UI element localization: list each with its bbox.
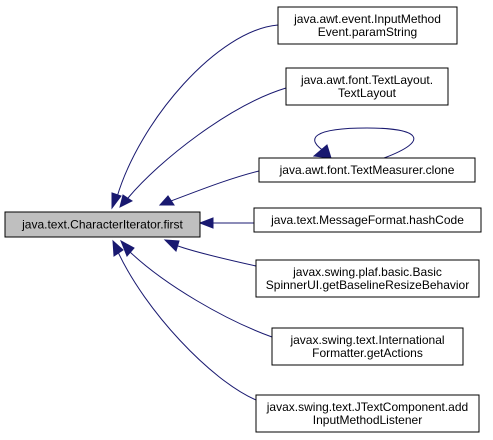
caller-node-inputmethodevent-paramstring[interactable]: java.awt.event.InputMethodEvent.paramStr… — [277, 6, 458, 45]
arrowhead — [198, 217, 214, 229]
edge-textmeasurer-clone-to-textmeasurer-clone — [312, 127, 415, 159]
edge-inputmethodevent-paramstring-to-first — [111, 24, 279, 210]
node-label-line: InputMethodListener — [313, 413, 422, 427]
edge-line — [177, 245, 257, 267]
arrowhead — [112, 239, 124, 257]
arrowhead — [111, 192, 122, 210]
node-label-line: TextLayout — [338, 86, 397, 100]
edges-layer — [111, 24, 415, 401]
edge-line — [129, 251, 273, 338]
node-box[interactable] — [258, 157, 476, 183]
edge-internationalformatter-getactions-to-first — [120, 239, 273, 338]
edge-textmeasurer-clone-to-first — [158, 170, 260, 206]
caller-node-jtextcomponent-addinputmethodlistener[interactable]: javax.swing.text.JTextComponent.addInput… — [255, 394, 480, 433]
arrowhead — [158, 195, 175, 206]
node-box[interactable] — [253, 207, 482, 233]
node-box[interactable] — [271, 327, 464, 366]
node-label-line: javax.swing.text.International — [289, 333, 444, 347]
node-box[interactable] — [285, 67, 449, 106]
caller-node-basicspinnerui-getbaselineresizebehavior[interactable]: javax.swing.plaf.basic.BasicSpinnerUI.ge… — [255, 259, 480, 298]
edge-jtextcomponent-addinputmethodlistener-to-first — [112, 239, 257, 401]
arrowhead — [119, 194, 133, 208]
node-label-line: java.awt.font.TextLayout. — [300, 73, 433, 87]
arrowhead — [120, 239, 135, 257]
caller-node-textlayout-textlayout[interactable]: java.awt.font.TextLayout.TextLayout — [285, 67, 449, 106]
edge-messageformat-hashcode-to-first — [198, 217, 254, 229]
node-box — [4, 211, 201, 238]
caller-node-messageformat-hashcode[interactable]: java.text.MessageFormat.hashCode — [253, 207, 482, 233]
edge-line — [116, 24, 279, 198]
edge-line — [117, 251, 257, 401]
caller-node-internationalformatter-getactions[interactable]: javax.swing.text.InternationalFormatter.… — [271, 327, 464, 366]
node-label-line: SpinnerUI.getBaselineResizeBehavior — [266, 278, 469, 292]
node-box[interactable] — [255, 259, 480, 298]
node-label-line: java.text.MessageFormat.hashCode — [270, 213, 464, 227]
edge-basicspinnerui-getbaselineresizebehavior-to-first — [163, 239, 257, 267]
edge-line — [170, 170, 260, 202]
nodes-layer: java.text.CharacterIterator.first java.aw… — [4, 6, 482, 433]
node-label-line: javax.swing.plaf.basic.Basic — [292, 265, 442, 279]
node-label-line: Formatter.getActions — [312, 346, 423, 360]
edge-line — [127, 87, 287, 199]
arrowhead — [312, 144, 332, 159]
edge-line — [314, 127, 415, 159]
node-label-line: java.text.CharacterIterator.first — [21, 218, 183, 232]
node-label-line: javax.swing.text.JTextComponent.add — [266, 400, 468, 414]
node-label-line: Event.paramString — [318, 25, 417, 39]
node-label-line: java.awt.font.TextMeasurer.clone — [279, 163, 455, 177]
arrowhead — [163, 239, 180, 252]
node-label-line: java.awt.event.InputMethod — [293, 12, 441, 26]
edge-textlayout-textlayout-to-first — [119, 87, 287, 208]
caller-node-textmeasurer-clone[interactable]: java.awt.font.TextMeasurer.clone — [258, 157, 476, 183]
node-box[interactable] — [277, 6, 458, 45]
root-node: java.text.CharacterIterator.first — [4, 211, 201, 238]
node-box[interactable] — [255, 394, 480, 433]
